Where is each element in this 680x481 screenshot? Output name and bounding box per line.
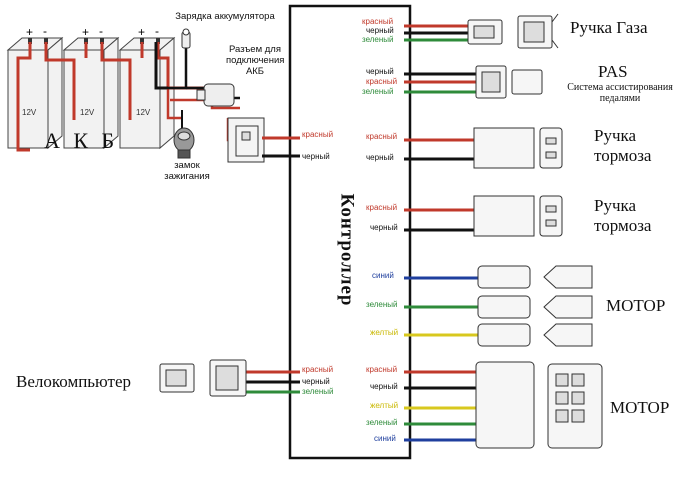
wire-label-brake2-black: черный (370, 223, 398, 232)
battery-voltage-2: 12V (80, 108, 95, 117)
battery-plus-2: + (82, 25, 90, 39)
battery-cell-2 (62, 36, 120, 150)
wire-label-motor-yellow: желтый (370, 328, 399, 337)
bike-computer-label: Велокомпьютер (16, 372, 131, 391)
wire-label-hall-red: красный (366, 365, 398, 374)
wire-label-computer-black: черный (302, 377, 330, 386)
bike-computer-connector (159, 359, 247, 397)
battery-minus-3: - (155, 24, 159, 38)
wire-label-battery-black: черный (302, 152, 330, 161)
wire-label-brake1-black: черный (366, 153, 394, 162)
motor-phase-label: МОТОР (606, 296, 666, 315)
motor-hall-connector (475, 361, 603, 449)
ignition-label: замок зажигания (164, 160, 210, 182)
wire-label-throttle-black: черный (366, 26, 394, 35)
wire-label-motor-blue: синий (372, 271, 394, 280)
wire-label-throttle-green: зеленый (362, 35, 394, 44)
wire-label-pas-green: зеленый (362, 87, 394, 96)
battery-connector-label: Разъем для подключения АКБ (226, 44, 285, 77)
controller-box (288, 4, 412, 460)
wire-label-hall-black: черный (370, 382, 398, 391)
battery-voltage-1: 12V (22, 108, 37, 117)
brake2-label: Ручка тормоза (594, 196, 652, 235)
brake1-connector (473, 127, 563, 169)
pas-connector (475, 65, 543, 99)
pas-label: PAS (598, 62, 628, 81)
wire-label-brake1-red: красный (366, 132, 398, 141)
battery-minus-1: - (43, 24, 47, 38)
wire-label-pas-red: красный (366, 77, 398, 86)
battery-square-connector (227, 117, 265, 163)
wire-label-throttle-red: красный (362, 17, 394, 26)
wire-label-hall-yellow: желтый (370, 401, 399, 410)
throttle-label: Ручка Газа (570, 18, 648, 37)
wire-label-motor-green: зеленый (366, 300, 398, 309)
battery-label: А К Б (44, 128, 119, 153)
wire-label-hall-green: зеленый (366, 418, 398, 427)
wire-label-pas-black: черный (366, 67, 394, 76)
ignition-lock (173, 110, 195, 159)
charging-port (181, 28, 191, 49)
wire-label-brake2-red: красный (366, 203, 398, 212)
wire-label-computer-red: красный (302, 365, 334, 374)
pas-sublabel: Система ассистирования педалями (567, 82, 673, 104)
wire-label-hall-blue: синий (374, 434, 396, 443)
battery-voltage-3: 12V (136, 108, 151, 117)
motor-phase-connectors (477, 265, 593, 347)
brake1-label: Ручка тормоза (594, 126, 652, 165)
wire-label-computer-green: зеленый (302, 387, 334, 396)
charging-port-label: Зарядка аккумулятора (175, 11, 275, 22)
battery-pack (6, 36, 176, 150)
battery-minus-2: - (99, 24, 103, 38)
brake2-connector (473, 195, 563, 237)
battery-cell-3 (118, 36, 176, 150)
motor-hall-label: МОТОР (610, 398, 670, 417)
wire-label-battery-red: красный (302, 130, 334, 139)
throttle-connector (467, 13, 559, 49)
battery-cell-1 (6, 36, 64, 150)
battery-plus-3: + (138, 25, 146, 39)
battery-plus-1: + (26, 25, 34, 39)
controller-title: Контроллер (336, 193, 358, 307)
battery-round-connector (196, 83, 235, 107)
